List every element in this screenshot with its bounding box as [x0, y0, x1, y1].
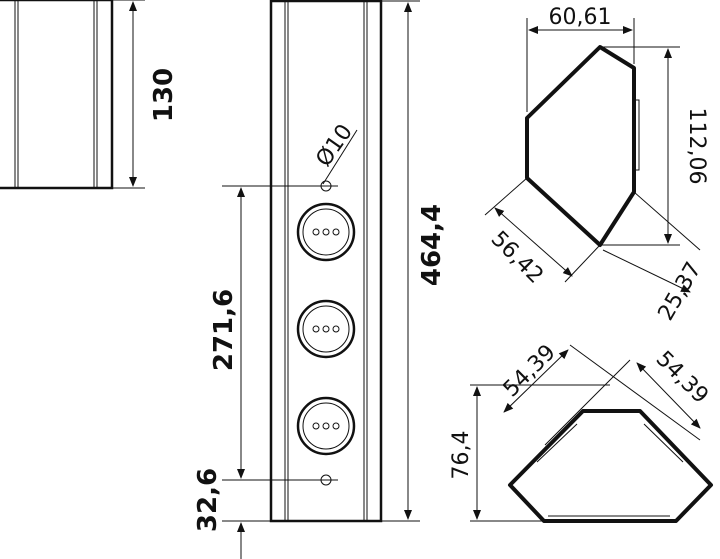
socket	[296, 299, 356, 359]
bottom-view: 76,4 54,39 54,39	[449, 340, 713, 523]
bottom-offset-label: 32,6	[193, 468, 223, 532]
top-diagonal-label: 56,42	[486, 227, 548, 289]
front-view: 464,4 271,6 32,6 Ø10	[193, 0, 447, 559]
bottom-right-side-label: 54,39	[651, 347, 713, 409]
top-depth-label: 112,06	[684, 108, 709, 185]
total-height-label: 464,4	[417, 204, 447, 286]
hole-spacing-label: 271,6	[209, 289, 239, 371]
bottom-height-label: 76,4	[449, 431, 474, 480]
hole-diameter-label: Ø10	[311, 120, 357, 171]
top-view: 60,61 112,06 56,42 25,37	[484, 5, 709, 325]
side-view: 130	[0, 0, 179, 190]
bottom-left-side-label: 54,39	[499, 340, 561, 402]
side-height-label: 130	[149, 68, 179, 122]
socket	[296, 396, 356, 456]
top-small-side-label: 25,37	[654, 258, 707, 325]
socket	[296, 202, 356, 262]
top-width-label: 60,61	[549, 5, 612, 30]
